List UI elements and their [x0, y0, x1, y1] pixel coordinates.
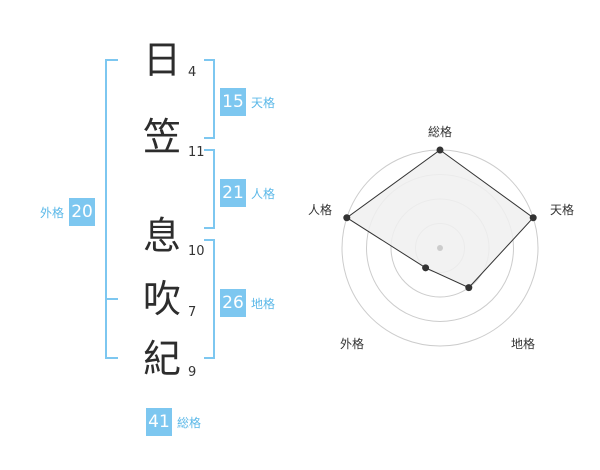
chikaku-badge: 26 地格: [220, 289, 275, 317]
soukaku-value: 41: [146, 408, 172, 436]
radar-point-5: [343, 214, 351, 222]
jinkaku-badge: 21 人格: [220, 179, 275, 207]
stroke-count-2: 11: [188, 145, 205, 160]
name-char-3: 息: [143, 214, 182, 258]
radar-data-area: [345, 149, 534, 289]
tenkaku-label: 天格: [251, 95, 276, 110]
stroke-count-5: 9: [188, 365, 197, 380]
name-char-1: 日: [143, 38, 182, 82]
name-char-5: 紀: [143, 337, 182, 381]
radar-axis-label-soukaku: 総格: [428, 125, 453, 139]
radar-point-4: [422, 264, 430, 272]
radar-axis-label-gaikaku: 外格: [340, 337, 365, 351]
radar-axis-label-jinkaku: 人格: [308, 203, 333, 217]
tenkaku-value: 15: [220, 88, 246, 116]
stroke-count-4: 7: [188, 305, 197, 320]
stroke-count-3: 10: [188, 244, 205, 259]
name-char-4: 吹: [143, 277, 182, 321]
chikaku-label: 地格: [251, 296, 276, 311]
soukaku-badge: 41 総格: [146, 408, 201, 436]
gaikaku-label: 外格: [40, 205, 65, 220]
gaikaku-badge: 外格 20: [40, 198, 96, 226]
name-char-2: 笠: [143, 115, 182, 159]
tenkaku-badge: 15 天格: [220, 88, 275, 116]
radar-point-3: [465, 284, 473, 292]
radar-center-dot: [437, 245, 443, 251]
radar-point-1: [436, 146, 444, 154]
radar-axis-label-chikaku: 地格: [511, 337, 536, 351]
stroke-count-1: 4: [188, 65, 197, 80]
jinkaku-label: 人格: [251, 186, 276, 201]
chikaku-value: 26: [220, 289, 246, 317]
radar-axis-label-tenkaku: 天格: [550, 203, 575, 217]
jinkaku-value: 21: [220, 179, 246, 207]
soukaku-label: 総格: [177, 415, 202, 430]
gaikaku-value: 20: [69, 198, 96, 226]
radar-point-2: [529, 214, 537, 222]
